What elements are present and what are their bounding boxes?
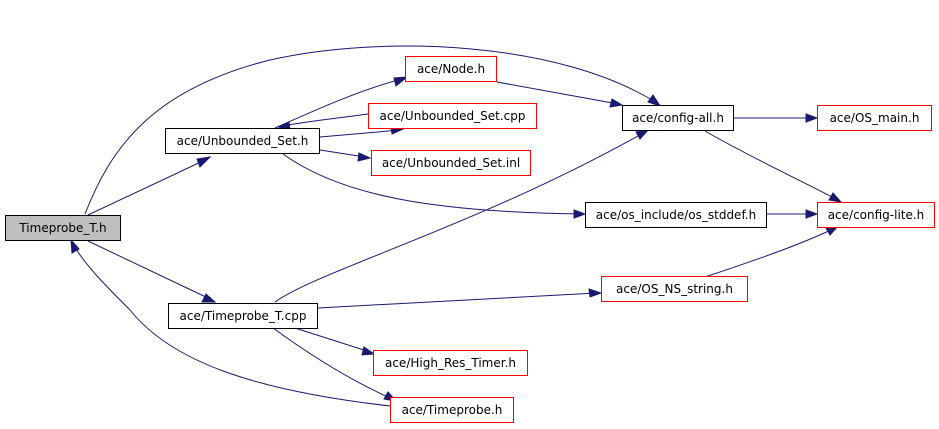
edge-unbounded-set-h-to-unbounded-set-cpp (319, 129, 401, 138)
node-os-main-h[interactable]: ace/OS_main.h (817, 105, 932, 131)
arrowhead (609, 98, 624, 108)
arrowhead (361, 346, 376, 356)
arrowhead (393, 76, 409, 87)
edge-timeprobe-h-to-timeprobe-t-h (72, 243, 391, 407)
node-os-stddef-h[interactable]: ace/os_include/os_stddef.h (585, 202, 767, 228)
edge-unbounded-set-h-to-os-stddef-h (282, 153, 583, 215)
edge-timeprobe-t-cpp-to-os-ns-string-h (317, 292, 598, 309)
arrowhead (588, 288, 603, 298)
arrowhead (196, 156, 212, 168)
arrowhead (805, 209, 819, 219)
node-unbounded-set-cpp[interactable]: ace/Unbounded_Set.cpp (368, 103, 537, 129)
arrowhead (201, 293, 217, 303)
edge-timeprobe-t-h-to-unbounded-set-h (87, 159, 206, 216)
node-config-all-h[interactable]: ace/config-all.h (622, 105, 734, 131)
arrowhead (828, 192, 843, 203)
node-unbounded-set-inl[interactable]: ace/Unbounded_Set.inl (371, 150, 531, 176)
edge-config-all-to-config-lite-h (704, 130, 839, 201)
node-unbounded-set-h[interactable]: ace/Unbounded_Set.h (165, 128, 320, 154)
edge-unbounded-set-h-to-unbounded-set-inl (319, 149, 366, 158)
edge-timeprobe-t-h-to-config-all (84, 45, 661, 215)
node-node-h[interactable]: ace/Node.h (405, 56, 497, 82)
arrowhead (70, 238, 80, 254)
edge-node-h-to-config-all (496, 81, 619, 105)
edge-os-ns-string-h-to-config-lite-h (704, 227, 836, 278)
edge-unbounded-set-h-to-node-h (274, 77, 406, 129)
edge-timeprobe-t-h-to-timeprobe-t-cpp (87, 240, 211, 300)
edge-timeprobe-t-cpp-to-high-res-timer-h (294, 327, 371, 353)
node-timeprobe-t-h: Timeprobe_T.h (5, 215, 121, 241)
node-config-lite-h[interactable]: ace/config-lite.h (817, 202, 935, 228)
arrowhead (573, 209, 587, 219)
edge-timeprobe-t-cpp-to-timeprobe-h (272, 327, 393, 400)
edge-timeprobe-t-cpp-to-config-all (274, 131, 646, 303)
arrowhead (635, 129, 650, 140)
node-os-ns-string-h[interactable]: ace/OS_NS_string.h (601, 276, 748, 302)
arrowhead (805, 113, 819, 123)
edge-unbounded-set-cpp-to-unbounded-set-h (281, 113, 369, 127)
arrowhead (647, 94, 662, 107)
node-timeprobe-h[interactable]: ace/Timeprobe.h (390, 397, 514, 423)
node-timeprobe-t-cpp[interactable]: ace/Timeprobe_T.cpp (168, 303, 318, 329)
node-high-res-timer-h[interactable]: ace/High_Res_Timer.h (373, 350, 528, 376)
arrowhead (357, 152, 372, 162)
